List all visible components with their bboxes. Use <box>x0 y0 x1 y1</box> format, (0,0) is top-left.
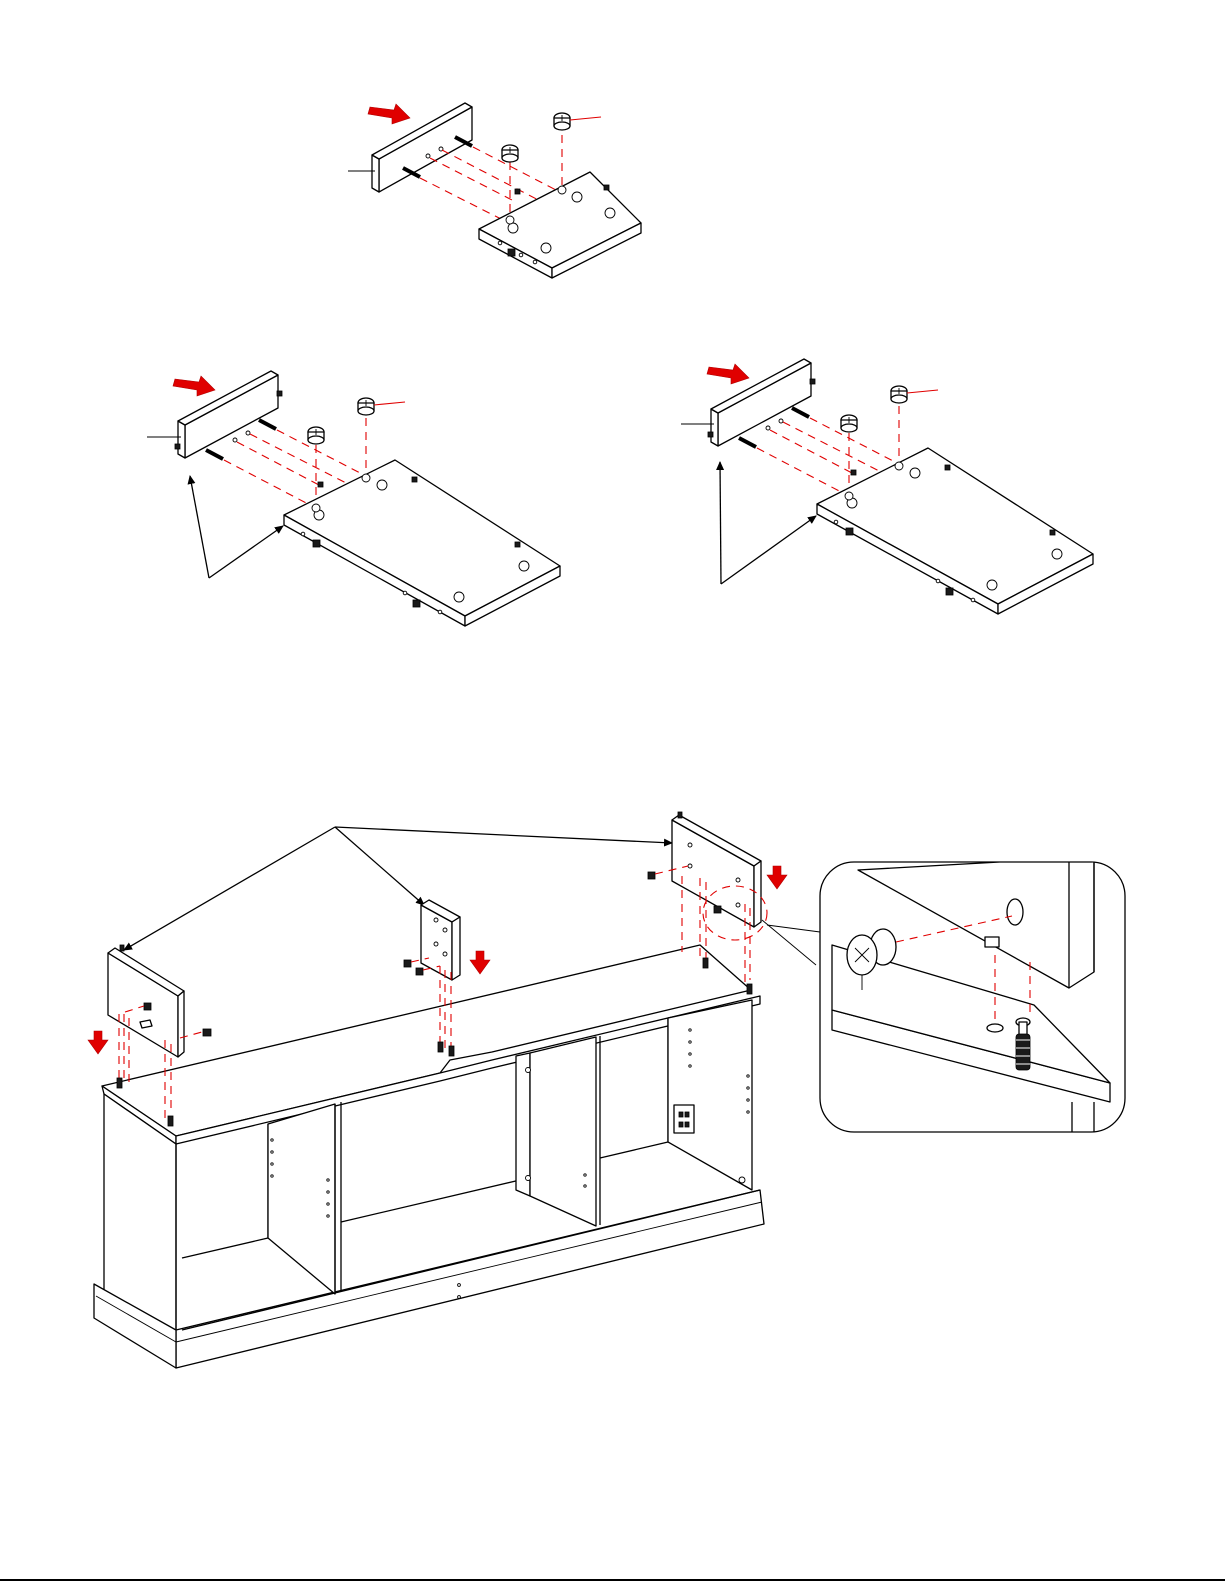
push-arrow <box>173 376 215 396</box>
step-right-assembly <box>681 359 1093 614</box>
part-leader <box>907 390 938 393</box>
pointer-arrows <box>720 462 816 584</box>
shelf-board <box>284 460 560 626</box>
divider-left <box>268 1104 335 1294</box>
side-panel-lowered-left <box>108 945 211 1057</box>
outlet-box <box>674 1105 694 1133</box>
part-leader <box>570 117 601 120</box>
step-main-assembly <box>88 812 787 1368</box>
cabinet-top <box>102 945 751 1136</box>
pointer-arrows <box>190 476 283 578</box>
step-top-assembly <box>348 103 641 278</box>
cam-lock <box>308 427 324 444</box>
push-arrow <box>368 104 410 124</box>
pointer-arrows <box>124 827 672 950</box>
cam-lock <box>841 415 857 432</box>
shelf-board <box>479 172 641 278</box>
step-left-assembly <box>147 371 560 626</box>
cabinet-base <box>176 1190 764 1368</box>
push-arrow <box>707 364 749 384</box>
down-arrow <box>88 1031 108 1054</box>
part-leader <box>374 402 405 405</box>
divider-center <box>516 1053 530 1196</box>
down-arrow <box>470 951 490 974</box>
cabinet <box>94 945 764 1368</box>
down-arrow <box>767 866 787 889</box>
side-panel-lowered-center <box>404 900 460 980</box>
cam-lock <box>554 113 570 130</box>
cam-lock <box>891 386 907 403</box>
side-panel-right <box>668 1000 752 1190</box>
cam-lock <box>358 398 374 415</box>
cam-lock <box>502 145 518 162</box>
cam-lock-detail <box>762 862 1125 1132</box>
shelf-board <box>817 448 1093 614</box>
side-panel-lowered-right <box>648 812 761 927</box>
